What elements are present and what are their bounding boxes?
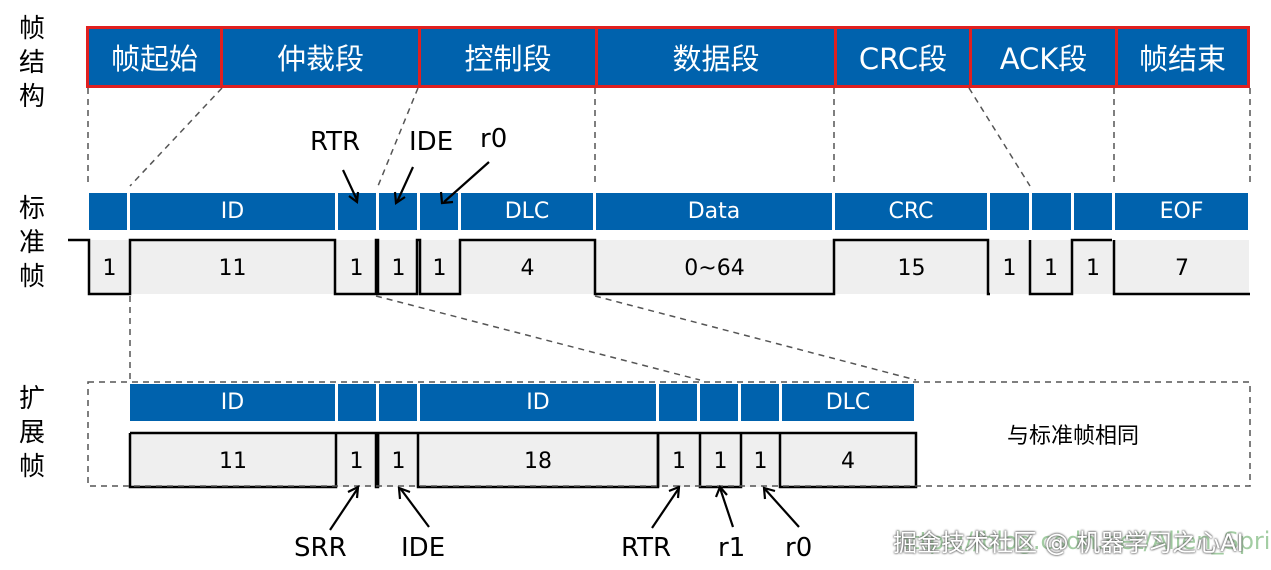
std-field-dlc: DLC	[461, 193, 593, 230]
ext-field-r1	[700, 384, 738, 421]
std-field-eof: EOF	[1115, 193, 1248, 230]
std-bit-rtr: 1	[349, 255, 364, 281]
std-bit-data: 0~64	[684, 255, 745, 281]
ext-field-ide	[379, 384, 417, 421]
segment-control: 控制段	[418, 26, 598, 88]
frame-segment-row: 帧起始 仲裁段 控制段 数据段 CRC段 ACK段 帧结束	[86, 26, 1250, 88]
std-bit-crc: 15	[897, 255, 926, 281]
callout-r0-std: r0	[480, 124, 508, 154]
std-field-crc: CRC	[835, 193, 987, 230]
std-bit-dlc: 4	[520, 255, 535, 281]
same-as-standard-note: 与标准帧相同	[1006, 424, 1139, 449]
std-field-ack-slot	[1032, 193, 1071, 230]
watermark: 掘金技术社区 @ 机器学习之心AI	[893, 529, 1244, 557]
std-field-id: ID	[130, 193, 335, 230]
std-bit-ack-delim: 1	[1086, 255, 1100, 281]
ext-bit-rtr: 1	[672, 448, 686, 474]
std-bit-ide: 1	[391, 255, 406, 281]
std-field-sof	[89, 193, 127, 230]
std-bit-eof: 7	[1175, 255, 1189, 281]
ext-field-id-ext: ID	[420, 384, 656, 421]
segment-ack: ACK段	[969, 26, 1118, 88]
callout-r0-ext: r0	[785, 533, 813, 563]
extended-frame-label: 扩 展 帧	[18, 384, 45, 482]
standard-frame-label: 标 准 帧	[18, 194, 45, 292]
ext-field-srr	[338, 384, 376, 421]
std-field-crc-delim	[990, 193, 1029, 230]
ext-bit-ide: 1	[391, 448, 406, 474]
ext-bit-srr: 1	[349, 448, 364, 474]
segment-eof: 帧结束	[1115, 26, 1250, 88]
ext-bit-dlc: 4	[841, 448, 855, 474]
ext-bit-id-ext: 18	[524, 448, 552, 474]
std-bit-sof: 1	[102, 255, 117, 281]
segment-crc: CRC段	[834, 26, 972, 88]
ext-bit-id-base: 11	[219, 448, 247, 474]
std-field-r0	[420, 193, 458, 230]
std-field-ack-delim	[1074, 193, 1112, 230]
callout-r1-ext: r1	[718, 533, 746, 563]
ext-field-r0	[741, 384, 779, 421]
ext-bit-r0: 1	[753, 448, 768, 474]
std-bit-ack-slot: 1	[1044, 255, 1058, 281]
ext-field-dlc: DLC	[782, 384, 914, 421]
ext-field-rtr	[659, 384, 697, 421]
callout-ide-std: IDE	[409, 127, 454, 157]
callout-ide-ext: IDE	[401, 533, 446, 563]
std-field-data: Data	[596, 193, 832, 230]
callout-srr-ext: SRR	[294, 533, 347, 563]
std-bit-crc-delim: 1	[1002, 255, 1017, 281]
ext-bit-r1: 1	[713, 448, 728, 474]
segment-data: 数据段	[595, 26, 837, 88]
std-bit-id: 11	[218, 255, 247, 281]
frame-structure-label: 帧 结 构	[18, 14, 45, 112]
callout-rtr-std: RTR	[310, 127, 361, 157]
std-bit-r0: 1	[432, 255, 447, 281]
callout-rtr-ext: RTR	[621, 533, 672, 563]
watermark-url: https://blog.csdn.net/Alien_Spring	[895, 527, 1271, 555]
ext-field-id-base: ID	[130, 384, 335, 421]
